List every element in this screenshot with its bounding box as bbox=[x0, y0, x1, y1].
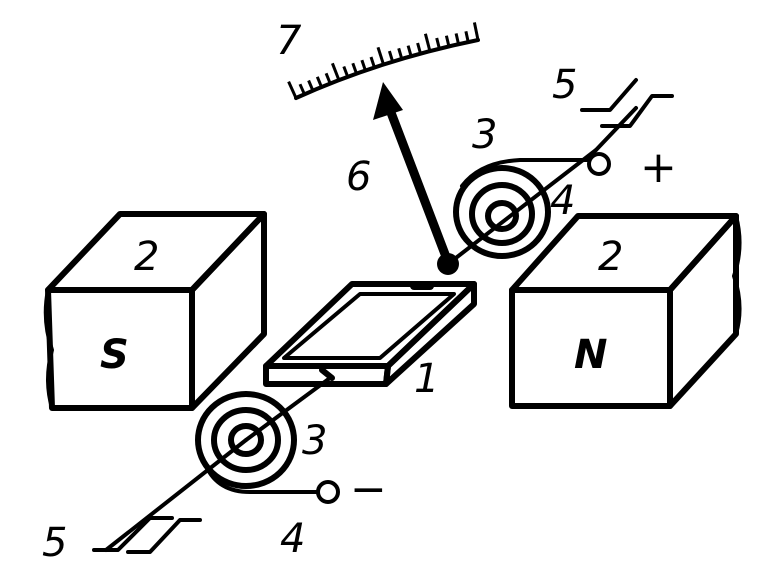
label-spring-top: 3 bbox=[472, 112, 497, 158]
label-frame: 1 bbox=[414, 356, 439, 402]
coil-frame bbox=[263, 281, 477, 387]
label-magnet-right: 2 bbox=[598, 234, 623, 280]
scale-tick bbox=[331, 62, 341, 81]
top-spiral-spring bbox=[453, 158, 590, 259]
scale-tick bbox=[315, 76, 323, 88]
label-magnet-left: 2 bbox=[134, 234, 159, 280]
scale-tick bbox=[423, 33, 432, 52]
label-shaft-top: 4 bbox=[550, 178, 575, 224]
scale-tick bbox=[287, 80, 298, 99]
magnet-north: N bbox=[509, 213, 742, 409]
scale-tick bbox=[406, 45, 413, 57]
scale-tick bbox=[298, 83, 306, 95]
top-bearing bbox=[580, 78, 674, 128]
scale-tick bbox=[376, 46, 385, 65]
pointer-needle bbox=[373, 82, 459, 275]
label-pointer: 6 bbox=[346, 154, 371, 200]
label-spring-bottom: 3 bbox=[302, 418, 327, 464]
scale-tick bbox=[360, 59, 367, 71]
scale-tick bbox=[324, 72, 332, 85]
label-scale: 7 bbox=[276, 18, 302, 64]
minus-terminal: − bbox=[316, 464, 387, 515]
label-bearing-bottom: 5 bbox=[42, 520, 67, 566]
scale-arc bbox=[287, 22, 480, 100]
scale-tick bbox=[435, 37, 441, 50]
scale-tick bbox=[464, 30, 470, 43]
scale-tick bbox=[307, 79, 315, 92]
plus-terminal: + bbox=[587, 142, 677, 193]
label-shaft-bottom: 4 bbox=[280, 516, 305, 562]
scale-tick bbox=[351, 62, 358, 75]
scale-tick bbox=[369, 56, 376, 68]
bottom-spiral-spring bbox=[195, 391, 322, 494]
scale-tick bbox=[454, 33, 460, 45]
plus-sign: + bbox=[640, 142, 677, 193]
pole-s: S bbox=[100, 332, 129, 378]
scale-tick bbox=[342, 65, 350, 78]
scale-tick bbox=[397, 47, 404, 60]
label-bearing-top: 5 bbox=[552, 62, 577, 108]
minus-sign: − bbox=[350, 464, 387, 515]
bottom-bearing bbox=[92, 516, 202, 554]
scale-tick bbox=[387, 50, 395, 63]
scale-tick bbox=[444, 35, 451, 47]
magnet-south: S bbox=[43, 211, 267, 411]
scale-tick bbox=[472, 22, 480, 41]
scale-tick bbox=[416, 42, 422, 54]
pole-n: N bbox=[574, 332, 607, 378]
